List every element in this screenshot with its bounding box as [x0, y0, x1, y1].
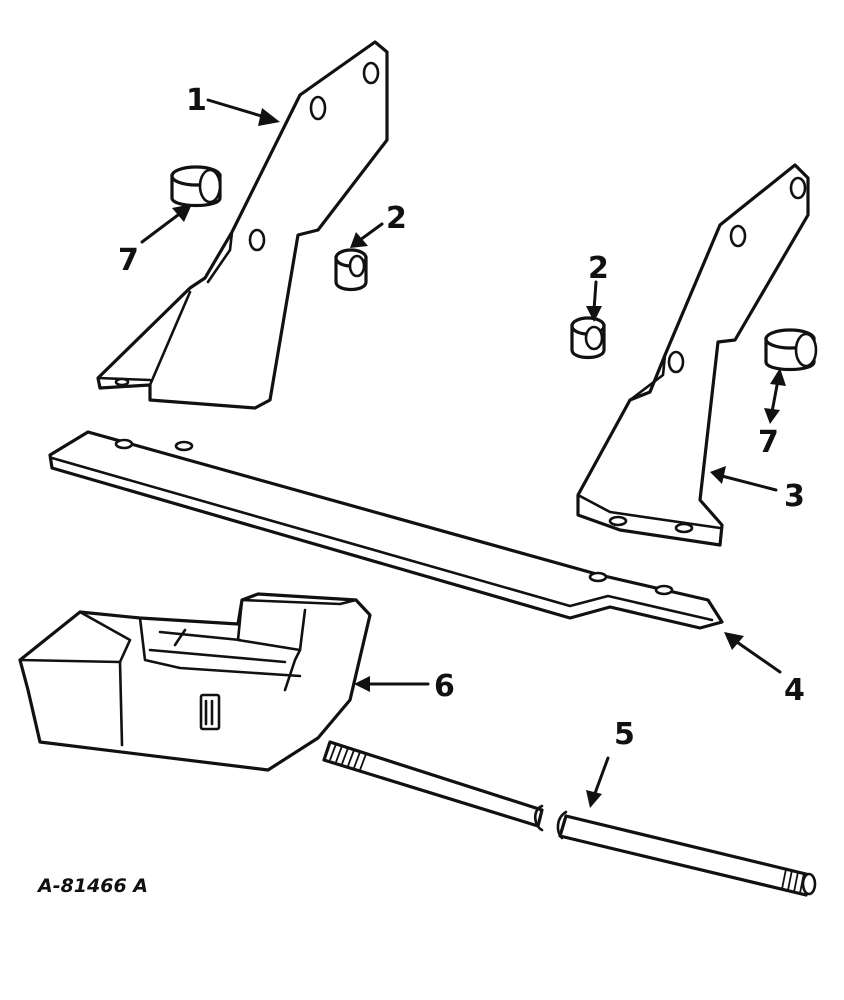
hole	[174, 440, 194, 452]
hole	[309, 95, 327, 121]
hole	[362, 61, 380, 85]
leader-2-left	[350, 222, 384, 248]
callout-7-left: 7	[118, 243, 139, 278]
hole	[608, 515, 628, 527]
leader-3	[710, 466, 778, 492]
part-7-spacer-left	[170, 165, 222, 208]
part-2-bushing-right	[570, 316, 606, 360]
part-5-threaded-rod	[322, 740, 817, 897]
slot	[199, 693, 221, 731]
hole	[654, 584, 674, 596]
callout-5: 5	[614, 717, 635, 752]
leader-5	[586, 756, 610, 808]
leader-4	[724, 632, 782, 674]
callout-3: 3	[784, 479, 805, 514]
rod-end	[801, 872, 817, 896]
leader-7-right	[764, 368, 786, 424]
leader-7-left	[140, 204, 192, 244]
hole	[588, 571, 608, 583]
callout-2-left: 2	[386, 201, 407, 236]
leader-2-right	[586, 280, 602, 322]
part-3-bracket-right	[576, 163, 810, 547]
leader-6	[354, 676, 430, 692]
hole	[667, 350, 685, 374]
hole	[114, 438, 134, 450]
figure-id: A-81466 A	[36, 875, 148, 897]
hole	[729, 224, 747, 248]
hole	[248, 228, 266, 252]
callout-1: 1	[186, 83, 207, 118]
part-7-spacer-right	[764, 328, 818, 372]
hole	[789, 176, 807, 200]
callout-6: 6	[434, 669, 455, 704]
hole	[114, 377, 130, 387]
callout-2-right: 2	[588, 251, 609, 286]
part-4-flat-bar	[48, 430, 724, 630]
callout-7-right: 7	[758, 425, 779, 460]
callout-4: 4	[784, 673, 805, 708]
hole	[674, 522, 694, 534]
part-6-weight	[18, 592, 372, 772]
part-2-bushing-left	[334, 248, 368, 292]
leader-1	[206, 98, 280, 126]
part-1-bracket-left	[96, 40, 389, 410]
